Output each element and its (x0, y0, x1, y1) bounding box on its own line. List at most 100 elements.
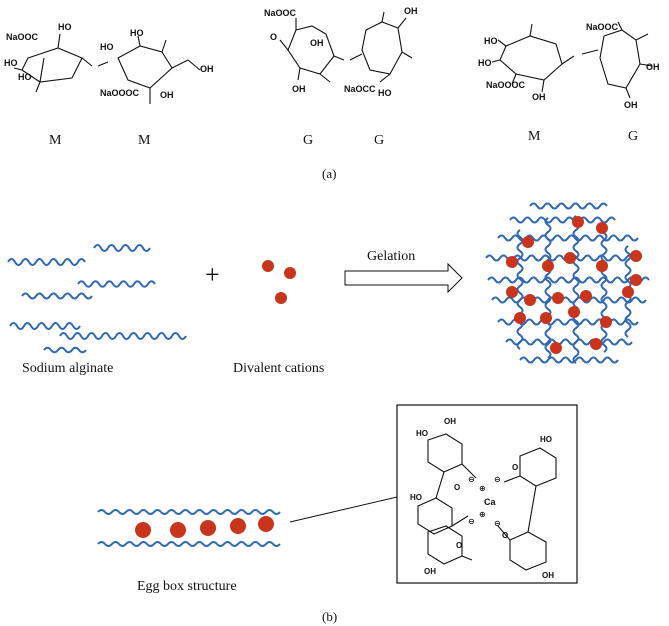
group-label: OH (646, 62, 660, 72)
ring-g1 (287, 25, 335, 75)
charge-mark: ⊖ (494, 519, 501, 528)
cation (590, 338, 602, 350)
group-label: OH (532, 92, 546, 102)
dimer-mg: NaOOC HO HO NaOOOC OH OH OH (478, 21, 660, 110)
polymer-chain (9, 322, 81, 330)
group-label: NaOOOC (486, 80, 526, 90)
polymer-chain (97, 541, 281, 547)
cation (568, 306, 580, 318)
cation (600, 316, 612, 328)
group-label: NaOOC (586, 22, 619, 32)
group-label: OH (542, 571, 554, 580)
polymer-chain (519, 356, 619, 364)
polymer-chain (509, 216, 616, 224)
unit-label: M (528, 129, 541, 144)
cation (135, 522, 151, 538)
polymer-chain (544, 217, 552, 359)
group-label: NaOOOC (100, 88, 140, 98)
group-label: NaOOC (6, 32, 39, 42)
cation (275, 292, 287, 304)
unit-label: G (374, 133, 384, 148)
gelation-label: Gelation (367, 249, 415, 264)
inset-frame (396, 404, 578, 584)
ring-m3 (499, 35, 563, 81)
group-label: O (502, 531, 508, 540)
cation (170, 522, 186, 538)
ring-g2 (361, 21, 403, 75)
group-label: NaOOC (264, 8, 297, 18)
cation (630, 250, 642, 262)
group-label: OH (404, 6, 418, 16)
polymer-chain (600, 225, 608, 353)
cation (596, 260, 608, 272)
polymer-chain (572, 215, 580, 364)
cation (514, 312, 526, 324)
group-label: O (454, 483, 460, 492)
polymer-chain (7, 258, 86, 266)
cation (572, 216, 584, 228)
charge-mark: ⊕ (479, 510, 486, 519)
charge-mark: ⊕ (479, 484, 486, 493)
cation (200, 520, 216, 536)
polymer-chain (59, 332, 187, 340)
cation (580, 290, 592, 302)
group-label: OH (310, 38, 324, 48)
cation (284, 267, 296, 279)
cation (550, 342, 562, 354)
group-label: HO (18, 72, 32, 82)
divalent-cations (262, 260, 296, 304)
calcium-label: Ca (484, 497, 496, 507)
bond (39, 57, 45, 83)
group-label: HO (540, 435, 552, 444)
polymer-chain (529, 202, 608, 210)
group-label: HO (478, 58, 492, 68)
sodium-alginate-label: Sodium alginate (22, 361, 113, 376)
polymer-chain (77, 280, 156, 288)
calcium-complex-inset: Ca ⊕ ⊕ ⊖ ⊖ ⊖ ⊖ OH HO O HO O HO O O OH OH (396, 404, 578, 584)
gelation-arrow (344, 262, 463, 294)
cation (230, 518, 246, 534)
group-label: OH (624, 100, 638, 110)
group-label: HO (410, 493, 422, 502)
polymer-chain (497, 318, 639, 326)
group-label: O (512, 463, 518, 472)
polymer-chain (97, 509, 281, 515)
group-label: HO (130, 28, 144, 38)
charge-mark: ⊖ (468, 517, 475, 526)
dimer-mm: NaOOC HO HO HO HO HO NaOOOC OH OH (4, 22, 214, 104)
dimer-gg: Sodium alginate NaOOC OH O OH NaOCC OH H… (264, 6, 418, 98)
group-label: O (456, 541, 462, 550)
group-label: OH (424, 567, 436, 576)
gel-network (485, 202, 650, 364)
group-label: O (270, 32, 277, 42)
cation (258, 516, 274, 532)
cation (564, 252, 576, 264)
cation (622, 286, 634, 298)
sodium-alginate-chains (7, 244, 187, 354)
cation (522, 236, 534, 248)
caption-b: (b) (322, 609, 337, 624)
group-label: OH (292, 84, 306, 94)
unit-label: M (138, 133, 151, 148)
group-label: HO (416, 429, 428, 438)
cation (262, 260, 274, 272)
group-label: HO (484, 36, 498, 46)
polymer-chain (487, 276, 650, 284)
ring-m2 (117, 45, 173, 89)
cation (552, 292, 564, 304)
group-label: OH (200, 64, 214, 74)
group-label: HO (4, 58, 18, 68)
ring-g3 (599, 29, 641, 89)
charge-mark: ⊖ (468, 475, 475, 484)
egg-box-label: Egg box structure (137, 579, 237, 594)
group-label: NaOCC (344, 84, 376, 94)
cation (542, 260, 554, 272)
cations-label: Divalent cations (233, 361, 324, 376)
unit-label: M (49, 133, 62, 148)
connector-line (289, 496, 398, 523)
cation (506, 286, 518, 298)
polymer-chain (505, 338, 633, 346)
group-label: HO (378, 88, 392, 98)
polymer-chain (43, 346, 87, 354)
